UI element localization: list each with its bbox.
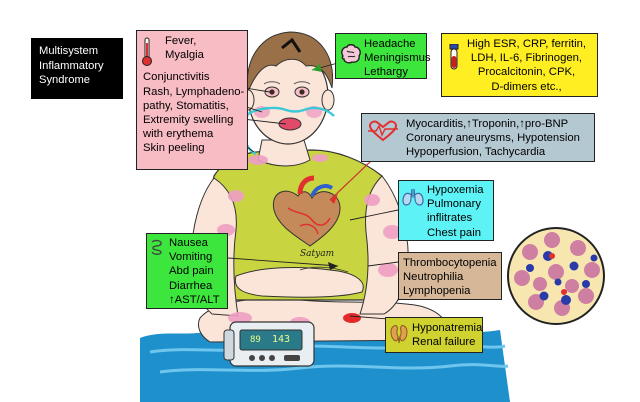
cardiac-line-1: Myocarditis,↑Troponin,↑pro-BNP [406,117,590,131]
mucocutaneous-line-1: Conjunctivitis [143,71,210,84]
hair [246,31,334,93]
neuro-line-3: Lethargy [364,66,408,79]
neuro-line-2: Meningismus [364,52,431,65]
hematologic-line-3: Lymphopenia [403,285,471,298]
cardiac-line-2: Coronary aneurysms, Hypotension [406,132,580,145]
renal-box: Hyponatremia Renal failure [385,317,483,353]
kidney-icon [390,325,408,344]
respiratory-line-3: inflitrates [427,212,473,225]
renal-line-2: Renal failure [412,336,476,349]
cardiac-arrow-up-2: ↑ [519,118,525,130]
labs-box: High ESR, CRP, ferritin, LDH, IL-6, Fibr… [441,33,598,97]
artist-signature: Satyam [300,249,334,259]
heart-illustration: Satyam [272,175,341,259]
swollen-lips [278,117,302,131]
gastro-line-5: ↑AST/ALT [169,293,220,306]
hematologic-line-1: Thrombocytopenia [403,257,497,269]
mucocutaneous-box: Fever, Myalgia Conjunctivitis Rash, Lymp… [136,30,248,170]
nasal-cannula [247,106,335,117]
mucocutaneous-line-5: with erythema [143,128,214,141]
mucocutaneous-line-4: Extremity swelling [143,114,234,127]
infusion-monitor [223,321,315,367]
labs-line-4: D-dimers etc., [491,80,562,93]
neuro-line-1: Headache [364,38,416,50]
thermometer-icon [142,37,152,66]
respiratory-line-4: Chest pain [427,226,482,239]
hematologic-line-2: Neutrophilia [403,271,464,284]
constitutional-group: Fever, Myalgia [165,34,243,62]
constitutional-line-2: Myalgia [165,49,204,62]
mucocutaneous-group: Conjunctivitis Rash, Lymphadeno- pathy, … [143,70,245,155]
heartbeat-icon [368,120,398,142]
gastro-line-4: Diarrhea [169,279,213,292]
cardiac-line-3: Hypoperfusion, Tachycardia [406,146,546,159]
intestine-icon [151,239,162,255]
lungs-icon [402,188,424,206]
cardiac-arrow-up-1: ↑ [466,118,472,130]
cardiac-troponin: Troponin, [471,118,520,130]
title-box: Multisystem Inflammatory Syndrome [31,38,123,99]
monitor-reading-right: 143 [272,334,291,345]
labs-line-1: High ESR, CRP, ferritin, [466,38,587,50]
title-line-1: Multisystem [39,45,99,57]
cardiac-myocarditis: Myocarditis, [406,118,467,130]
monitor-reading-left: 89 [250,335,261,345]
constitutional-line-1: Fever, [165,35,197,47]
cardiac-probnp: pro-BNP [524,118,569,130]
blood-tube-icon [449,44,459,70]
mucocutaneous-line-3: pathy, Stomatitis, [143,99,229,112]
gastro-box: Nausea Vomiting Abd pain Diarrhea ↑AST/A… [146,233,228,309]
hematologic-box: Thrombocytopenia Neutrophilia Lymphopeni… [398,252,502,300]
labs-line-2: LDH, IL-6, Fibrinogen, [470,52,583,65]
renal-line-1: Hyponatremia [412,322,483,334]
cardiac-box: Myocarditis,↑Troponin,↑pro-BNP Coronary … [361,113,595,162]
mucocutaneous-line-2: Rash, Lymphadeno- [143,85,245,98]
respiratory-box: Hypoxemia Pulmonary inflitrates Chest pa… [398,180,494,241]
gastro-line-3: Abd pain [169,265,214,278]
title-line-3: Syndrome [39,74,90,87]
respiratory-line-2: Pulmonary [427,198,481,211]
labs-line-3: Procalcitonin, CPK, [477,66,576,79]
mucocutaneous-line-6: Skin peeling [143,142,205,155]
title-line-2: Inflammatory [39,59,104,72]
blood-smear-illustration [507,227,605,325]
gastro-line-1: Nausea [169,237,208,249]
respiratory-line-1: Hypoxemia [427,184,484,196]
brain-icon [341,44,361,64]
gastro-line-2: Vomiting [169,251,213,264]
neuro-box: Headache Meningismus Lethargy [335,33,431,79]
